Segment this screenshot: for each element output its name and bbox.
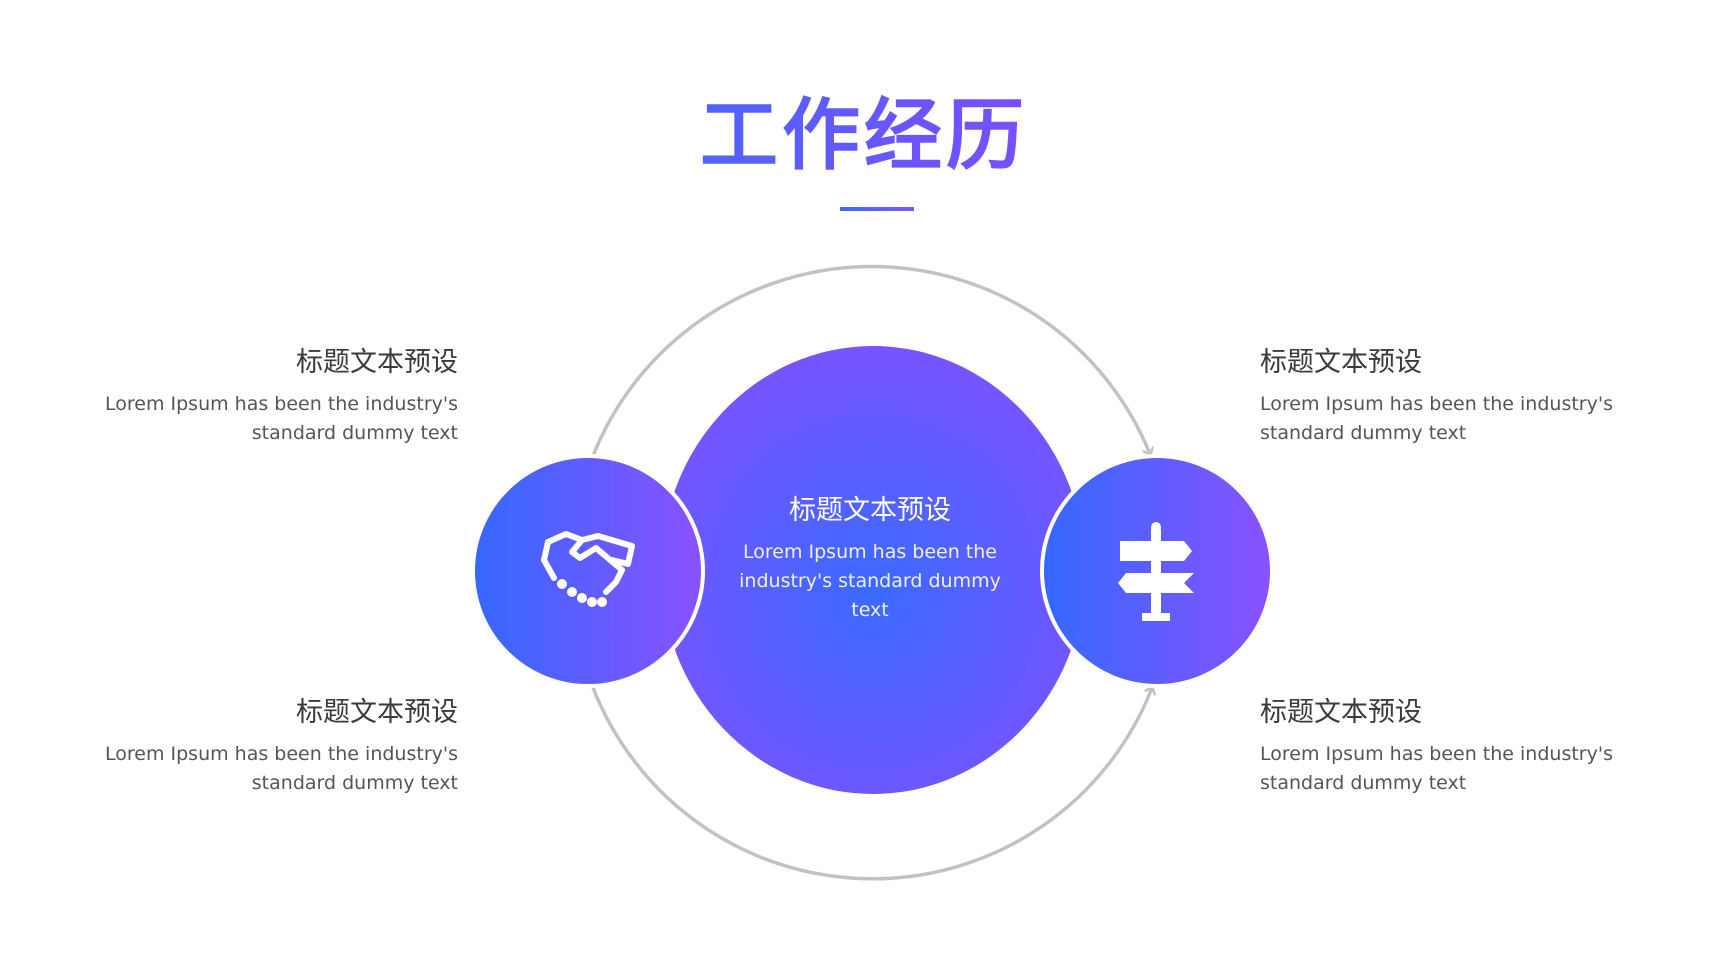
center-circle — [661, 346, 1085, 794]
text-block-bottom-left: 标题文本预设 Lorem Ipsum has been the industry… — [98, 694, 458, 798]
block-body-line: Lorem Ipsum has been the industry's — [1260, 393, 1613, 415]
block-title: 标题文本预设 — [296, 347, 458, 378]
left-node — [471, 454, 705, 688]
block-body: Lorem Ipsum has been the industry's stan… — [1260, 740, 1620, 798]
signpost-icon — [1118, 522, 1194, 621]
handshake-icon — [541, 531, 635, 607]
top-arc-arrow — [591, 264, 1150, 457]
right-node — [1040, 454, 1274, 688]
block-body-line: standard dummy text — [251, 772, 458, 794]
block-body-line: Lorem Ipsum has been the industry's — [105, 743, 458, 765]
title-underline — [840, 207, 914, 211]
block-body-line: standard dummy text — [1260, 772, 1467, 794]
center-body: Lorem Ipsum has been the industry's stan… — [739, 541, 1001, 621]
block-title: 标题文本预设 — [296, 697, 458, 728]
block-title: 标题文本预设 — [1260, 697, 1422, 728]
text-block-top-left: 标题文本预设 Lorem Ipsum has been the industry… — [98, 344, 458, 448]
block-body: Lorem Ipsum has been the industry's stan… — [1260, 390, 1620, 448]
text-block-top-right: 标题文本预设 Lorem Ipsum has been the industry… — [1260, 344, 1620, 448]
center-title: 标题文本预设 — [789, 495, 951, 526]
page-title-text: 工作经历 — [699, 90, 1028, 181]
block-body-line: Lorem Ipsum has been the industry's — [1260, 743, 1613, 765]
block-body: Lorem Ipsum has been the industry's stan… — [98, 740, 458, 798]
block-body-line: standard dummy text — [251, 422, 458, 444]
block-body-line: Lorem Ipsum has been the industry's — [105, 393, 458, 415]
text-block-bottom-right: 标题文本预设 Lorem Ipsum has been the industry… — [1260, 694, 1620, 798]
center-text: 标题文本预设 Lorem Ipsum has been the industry… — [735, 492, 1005, 625]
block-title: 标题文本预设 — [1260, 347, 1422, 378]
page-title: 工作经历 — [0, 88, 1728, 184]
bottom-arc-arrow — [590, 684, 1152, 881]
block-body: Lorem Ipsum has been the industry's stan… — [98, 390, 458, 448]
block-body-line: standard dummy text — [1260, 422, 1467, 444]
